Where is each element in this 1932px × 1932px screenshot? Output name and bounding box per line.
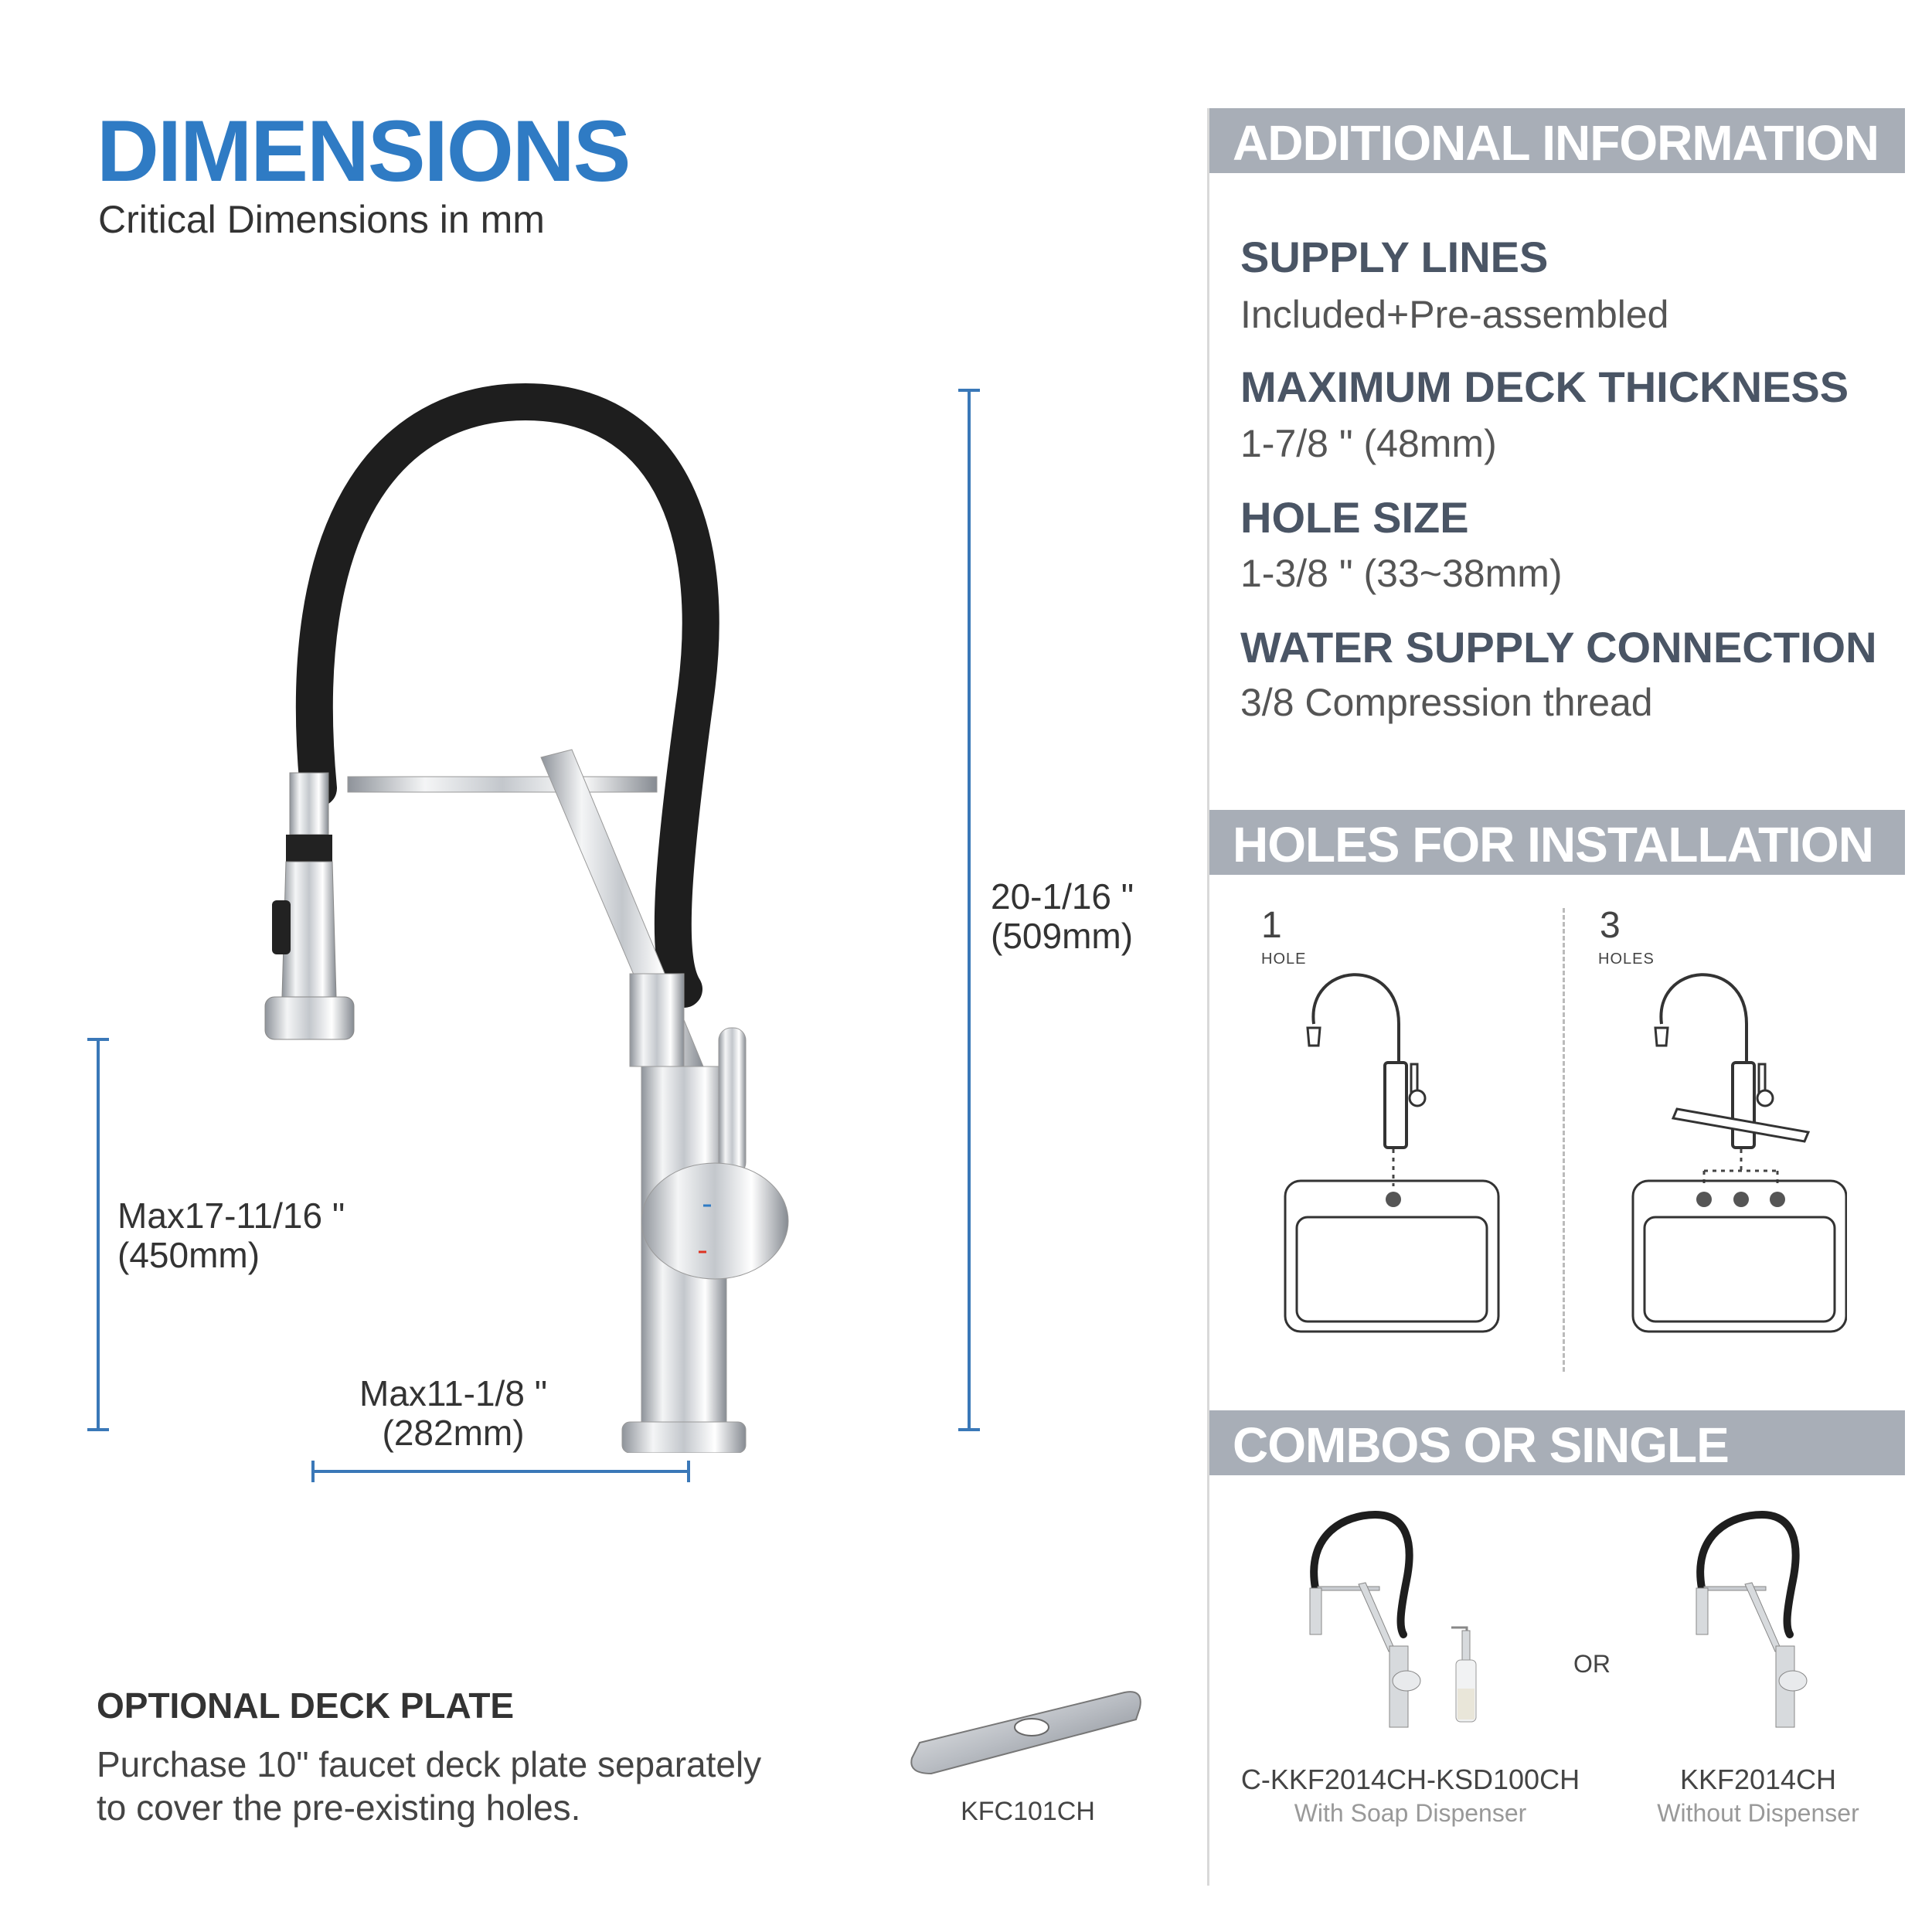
deck-plate-description-line1: Purchase 10" faucet deck plate separatel…	[97, 1744, 762, 1784]
page-title: DIMENSIONS	[97, 103, 631, 199]
deck-plate-description: Purchase 10" faucet deck plate separatel…	[97, 1743, 885, 1829]
height-total-mm: (509mm)	[991, 915, 1134, 956]
additional-info-title: ADDITIONAL INFORMATION	[1233, 115, 1879, 171]
combo-or-label: OR	[1573, 1650, 1611, 1678]
hole-option-1-word: HOLE	[1261, 951, 1307, 968]
info-label-hole-size: HOLE SIZE	[1240, 493, 1469, 542]
one-hole-diagram	[1284, 973, 1500, 1333]
max-height-cap-top	[87, 1038, 109, 1041]
info-label-water-connection: WATER SUPPLY CONNECTION	[1240, 623, 1877, 672]
max-height-inches: Max17-11/16 "	[117, 1196, 345, 1236]
reach-cap-left	[311, 1461, 315, 1482]
column-divider	[1207, 108, 1209, 1886]
reach-dimension-line	[313, 1470, 690, 1473]
deck-plate-illustration	[910, 1691, 1141, 1775]
height-total-inches: 20-1/16 "	[991, 876, 1134, 917]
reach-inches: Max11-1/8 "	[359, 1373, 548, 1413]
reach-mm: (282mm)	[382, 1412, 525, 1453]
faucet-illustration	[264, 383, 789, 1453]
deck-plate-title: OPTIONAL DECK PLATE	[97, 1685, 515, 1726]
page-subtitle: Critical Dimensions in mm	[98, 198, 545, 241]
deck-plate-code: KFC101CH	[961, 1797, 1095, 1826]
single-faucet	[1696, 1511, 1808, 1728]
hole-option-1-number: 1	[1261, 905, 1282, 946]
max-height-mm: (450mm)	[117, 1234, 260, 1275]
combo-code-with-dispenser: C-KKF2014CH-KSD100CH	[1240, 1764, 1580, 1795]
holes-title: HOLES FOR INSTALLATION	[1233, 817, 1874, 872]
height-total-label: 20-1/16 " (509mm)	[991, 877, 1134, 955]
info-value-water-connection: 3/8 Compression thread	[1240, 681, 1653, 724]
combo-code-single: KKF2014CH	[1679, 1764, 1837, 1795]
reach-cap-right	[687, 1461, 690, 1482]
info-label-deck-thickness: MAXIMUM DECK THICKNESS	[1240, 362, 1849, 411]
height-dimension-line	[968, 390, 971, 1430]
combo-subtitle-with-dispenser: With Soap Dispenser	[1294, 1799, 1527, 1827]
deck-plate-description-line2: to cover the pre-existing holes.	[97, 1787, 581, 1828]
info-label-supply-lines: SUPPLY LINES	[1240, 233, 1549, 281]
hole-option-3-word: HOLES	[1598, 951, 1655, 968]
info-value-deck-thickness: 1-7/8 " (48mm)	[1240, 422, 1497, 465]
max-height-cap-bottom	[87, 1428, 109, 1431]
soap-dispenser-icon	[1451, 1626, 1477, 1723]
holes-separator	[1563, 908, 1565, 1372]
info-value-hole-size: 1-3/8 " (33~38mm)	[1240, 552, 1563, 595]
additional-info-header: ADDITIONAL INFORMATION	[1209, 108, 1905, 173]
reach-label: Max11-1/8 " (282mm)	[359, 1374, 547, 1452]
hole-option-3-number: 3	[1600, 905, 1621, 946]
three-hole-diagram	[1631, 973, 1847, 1333]
holes-header: HOLES FOR INSTALLATION	[1209, 810, 1905, 875]
combos-title: COMBOS OR SINGLE	[1233, 1417, 1730, 1473]
combo-subtitle-single: Without Dispenser	[1657, 1799, 1859, 1827]
max-height-label: Max17-11/16 " (450mm)	[117, 1196, 345, 1274]
height-dimension-cap-bottom	[958, 1428, 980, 1431]
combos-header: COMBOS OR SINGLE	[1209, 1410, 1905, 1475]
max-height-dimension-line	[97, 1039, 100, 1430]
info-value-supply-lines: Included+Pre-assembled	[1240, 293, 1669, 336]
height-dimension-cap-top	[958, 389, 980, 392]
combo-faucet-with-dispenser	[1309, 1511, 1421, 1728]
